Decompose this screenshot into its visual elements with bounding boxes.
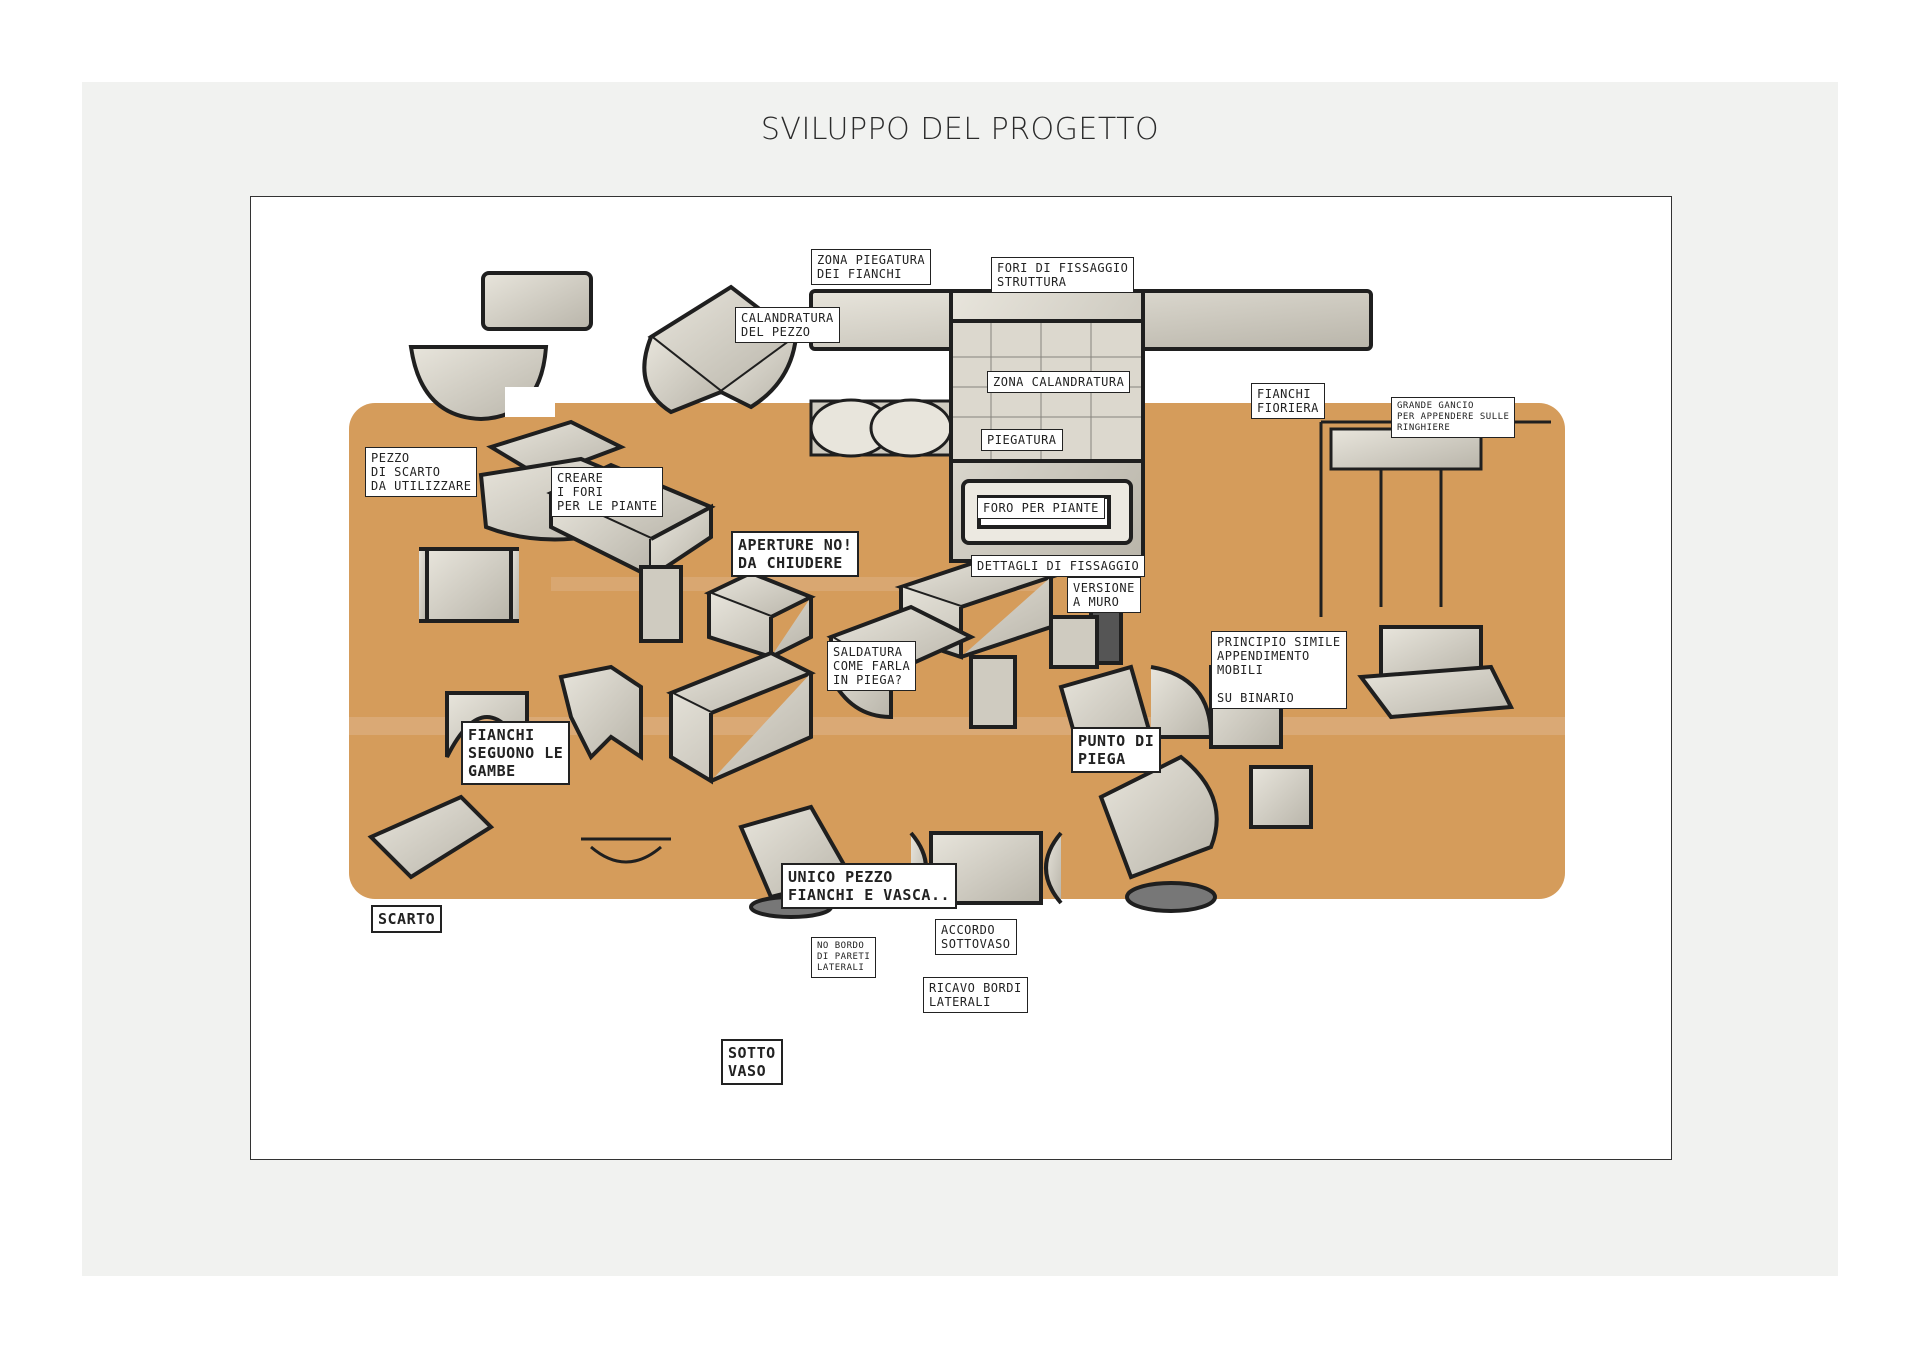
annotation-punto-piega: PUNTO DI PIEGA: [1071, 727, 1162, 773]
annotation-dettagli-fissaggio: DETTAGLI DI FISSAGGIO: [971, 555, 1146, 577]
annotation-saldatura: SALDATURA COME FARLA IN PIEGA?: [827, 641, 917, 691]
annotation-fianchi-fioriera: FIANCHI FIORIERA: [1251, 383, 1325, 419]
annotation-grande-gancio: GRANDE GANCIO PER APPENDERE SULLE RINGHI…: [1391, 397, 1516, 438]
annotation-piegatura: PIEGATURA: [981, 429, 1063, 451]
annotation-sotto-vaso: SOTTO VASO: [721, 1039, 783, 1085]
annotation-ricavo-bordi: RICAVO BORDI LATERALI: [923, 977, 1028, 1013]
sketch-drawing: [349, 271, 1565, 919]
sketch-top-box: [408, 271, 593, 422]
annotation-fori-fissaggio: FORI DI FISSAGGIO STRUTTURA: [991, 257, 1135, 293]
sketch-curved-tray: [642, 284, 800, 415]
sketch-small-tub: [703, 570, 816, 660]
sketch-front-bracket: [419, 547, 519, 623]
annotation-foro-piante: FORO per PIANTE: [977, 497, 1105, 519]
sketch-scarto-panel: [367, 794, 495, 880]
annotation-scarto: SCARTO: [371, 905, 443, 933]
annotation-unico-pezzo: UNICO PEZZO FIANCHI E VASCA..: [781, 863, 958, 909]
annotation-fianchi-gambe: FIANCHI SEGUONO LE GAMBE: [461, 721, 571, 785]
annotation-aperture-chiudere: APERTURE NO! DA CHIUDERE: [731, 531, 860, 577]
annotation-no-bordo-pareti: NO BORDO DI PARETI LATERALI: [811, 937, 877, 978]
annotation-principio-mobili: PRINCIPIO SIMILE APPENDIMENTO MOBILI SU …: [1211, 631, 1347, 709]
annotation-versione-muro: VERSIONE A MURO: [1067, 577, 1141, 613]
annotation-zona-piegatura: ZONA PIEGATURA DEI FIANCHI: [811, 249, 932, 285]
annotation-creare-fori: CREARE I FORI PER LE PIANTE: [551, 467, 664, 517]
annotation-calandratura-pezzo: CALANDRATURA DEL PEZZO: [735, 307, 840, 343]
sketch-curved-shelf: [1098, 754, 1313, 913]
sketch-curve-section: [581, 837, 671, 864]
page-title: SVILUPPO DEL PROGETTO: [760, 112, 1160, 147]
annotation-zona-calandratura: ZONA CALANDRATURA: [987, 371, 1131, 393]
annotation-pezzo-scarto: PEZZO DI SCARTO DA UTILIZZARE: [365, 447, 478, 497]
sketch-rail-box: [1357, 625, 1515, 720]
annotation-accordo-sottovaso: ACCORDO SOTTOVASO: [935, 919, 1017, 955]
sketch-long-trough: [666, 650, 816, 785]
sketch-profile-shape: [809, 398, 953, 458]
sketch-sheet: CALANDRATURA DEL PEZZO PEZZO DI SCARTO D…: [250, 196, 1672, 1160]
